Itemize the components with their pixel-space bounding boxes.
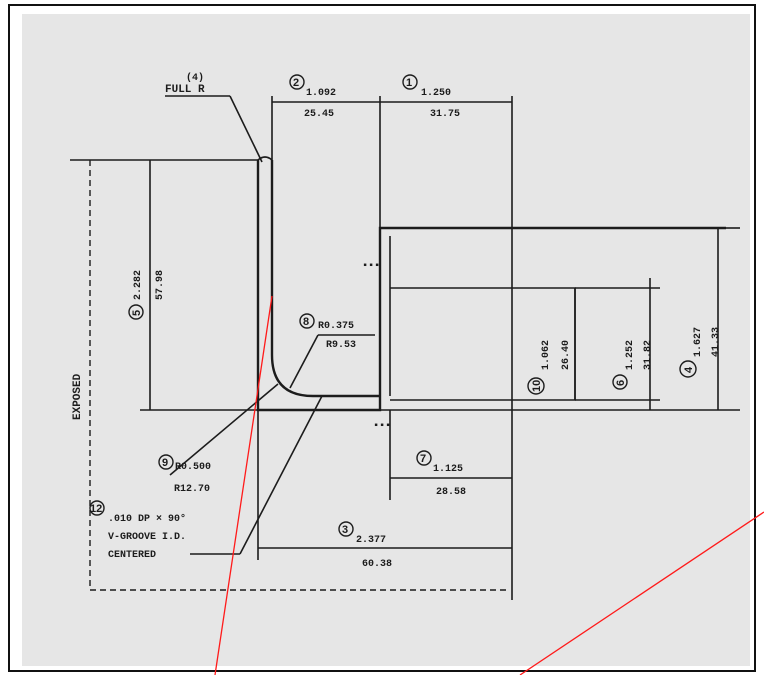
callout-bubble-12 bbox=[89, 500, 105, 516]
callout-bubble-9 bbox=[158, 454, 174, 470]
dim-mm-2858: 28.58 bbox=[436, 487, 466, 498]
dim-inch-1062: 1.062 bbox=[541, 340, 552, 370]
callout-number-8: 8 bbox=[303, 316, 309, 328]
dim-inch-r0500: R0.500 bbox=[175, 462, 211, 473]
callout-number-3: 3 bbox=[342, 524, 348, 536]
exposed-label: EXPOSED bbox=[72, 373, 84, 420]
dim-inch-1092: 1.092 bbox=[306, 88, 336, 99]
callout-bubble-7 bbox=[416, 450, 432, 466]
callout-number-12: 12 bbox=[90, 503, 102, 515]
dim-mm-5798: 57.98 bbox=[155, 270, 166, 300]
callout-number-1: 1 bbox=[406, 77, 412, 89]
dim-mm-r953: R9.53 bbox=[326, 340, 356, 351]
dim-mm-3175: 31.75 bbox=[430, 109, 460, 120]
dim-mm-2640: 26.40 bbox=[561, 340, 572, 370]
dim-inch-2377: 2.377 bbox=[356, 535, 386, 546]
callout-number-6: 6 bbox=[615, 380, 627, 386]
callout-bubble-2 bbox=[289, 74, 305, 90]
dimension-lines bbox=[89, 101, 719, 591]
part-outline bbox=[256, 156, 740, 412]
dim-group-1062: 10 1.062 26.40 bbox=[527, 340, 572, 395]
vgroove-note-line1: .010 DP × 90° bbox=[108, 513, 186, 525]
dim-inch-1627: 1.627 bbox=[693, 327, 704, 357]
dim-mm-6038: 60.38 bbox=[362, 559, 392, 570]
dim-group-1252: 6 1.252 31.82 bbox=[612, 340, 654, 390]
callout-number-4: 4 bbox=[683, 366, 695, 373]
vgroove-note-line3: CENTERED bbox=[108, 550, 156, 561]
leader-lines bbox=[165, 95, 375, 555]
callout-bubble-4 bbox=[679, 360, 697, 378]
callout-bubble-10 bbox=[527, 377, 545, 395]
small-mark-horizontal: ▪▪▪ bbox=[373, 421, 391, 432]
exposed-group: EXPOSED bbox=[72, 373, 84, 420]
callout-number-10: 10 bbox=[531, 380, 543, 392]
dim-inch-1252: 1.252 bbox=[625, 340, 636, 370]
dim-inch-r0375: R0.375 bbox=[318, 321, 354, 332]
callout-number-5: 5 bbox=[131, 310, 143, 316]
callout-number-7: 7 bbox=[420, 453, 426, 465]
callout-bubble-3 bbox=[338, 521, 354, 537]
red-annotation-lines bbox=[214, 295, 764, 675]
dim-inch-2282: 2.282 bbox=[133, 270, 144, 300]
callout-bubble-1 bbox=[402, 74, 418, 90]
dim-mm-r1270: R12.70 bbox=[174, 484, 210, 495]
callout-number-9: 9 bbox=[162, 457, 168, 469]
dim-mm-4133: 41.33 bbox=[711, 327, 722, 357]
callout-bubble-6 bbox=[612, 374, 628, 390]
vgroove-note-line2: V-GROOVE I.D. bbox=[108, 532, 186, 543]
dim-inch-1250: 1.250 bbox=[421, 88, 451, 99]
dim-mm-2545: 25.45 bbox=[304, 109, 334, 120]
full-r-label: FULL R bbox=[165, 84, 205, 96]
dim-group-2282: 5 2.282 57.98 bbox=[128, 270, 166, 320]
dim-mm-3182: 31.82 bbox=[643, 340, 654, 370]
callout-number-2: 2 bbox=[293, 77, 299, 89]
callout-bubble-5 bbox=[128, 304, 144, 320]
dim-group-1627: 4 1.627 41.33 bbox=[679, 327, 722, 378]
dim-inch-1125: 1.125 bbox=[433, 464, 463, 475]
full-r-count: (4) bbox=[186, 72, 204, 84]
extension-lines bbox=[70, 96, 740, 600]
callout-bubble-8 bbox=[299, 313, 315, 329]
scanned-drawing-background bbox=[22, 14, 750, 666]
small-mark-vertical: ▪▪▪ bbox=[362, 261, 380, 272]
